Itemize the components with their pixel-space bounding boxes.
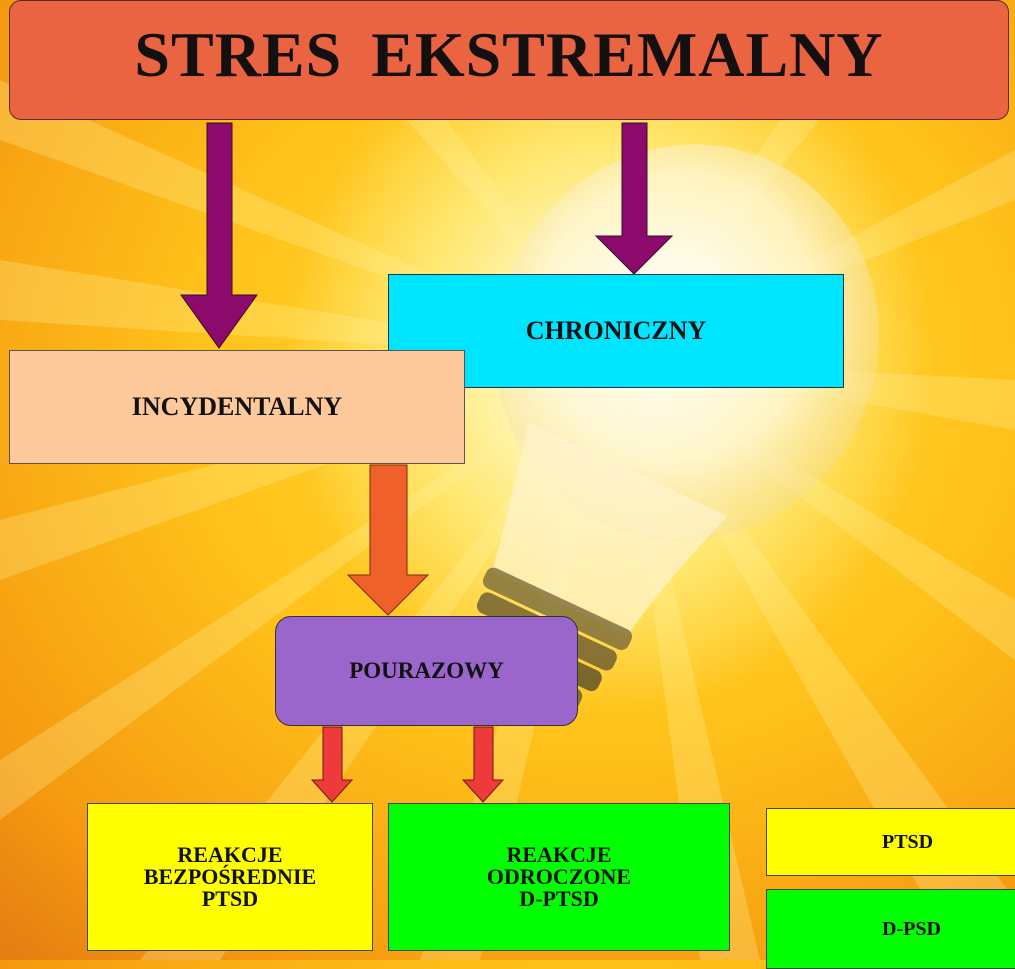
node-reakcje-odroczone-line-1: REAKCJE — [506, 842, 612, 867]
arrow-to-incydentalny — [180, 122, 258, 349]
node-reakcje-odroczone: REAKCJE ODROCZONE D-PTSD — [388, 803, 730, 951]
legend-ptsd-label: PTSD — [882, 830, 934, 853]
node-chroniczny-label: CHRONICZNY — [525, 316, 707, 345]
node-reakcje-odroczone-line-3: D-PTSD — [519, 886, 599, 911]
node-reakcje-bezposrednie: REAKCJE BEZPOŚREDNIE PTSD — [87, 803, 373, 951]
arrow-to-pourazowy — [346, 464, 430, 616]
legend-ptsd: PTSD — [766, 808, 1015, 876]
arrow-to-reakcje-bezposrednie — [310, 726, 354, 803]
arrow-to-chroniczny — [594, 122, 674, 275]
node-reakcje-odroczone-line-2: ODROCZONE — [486, 864, 632, 889]
node-incydentalny-label: INCYDENTALNY — [131, 392, 343, 421]
legend-dpsd-label: D-PSD — [882, 917, 941, 940]
legend-dpsd: D-PSD — [766, 889, 1015, 969]
node-reakcje-bezposrednie-line-1: REAKCJE — [177, 842, 283, 867]
title-box: STRES EKSTREMALNY — [9, 0, 1009, 120]
node-reakcje-bezposrednie-line-3: PTSD — [201, 886, 259, 911]
diagram-title: STRES EKSTREMALNY — [134, 19, 884, 90]
node-pourazowy-label: POURAZOWY — [349, 658, 504, 683]
arrow-to-reakcje-odroczone — [461, 726, 505, 803]
node-incydentalny: INCYDENTALNY — [9, 350, 465, 464]
node-reakcje-bezposrednie-line-2: BEZPOŚREDNIE — [143, 864, 317, 889]
node-pourazowy: POURAZOWY — [275, 616, 578, 726]
